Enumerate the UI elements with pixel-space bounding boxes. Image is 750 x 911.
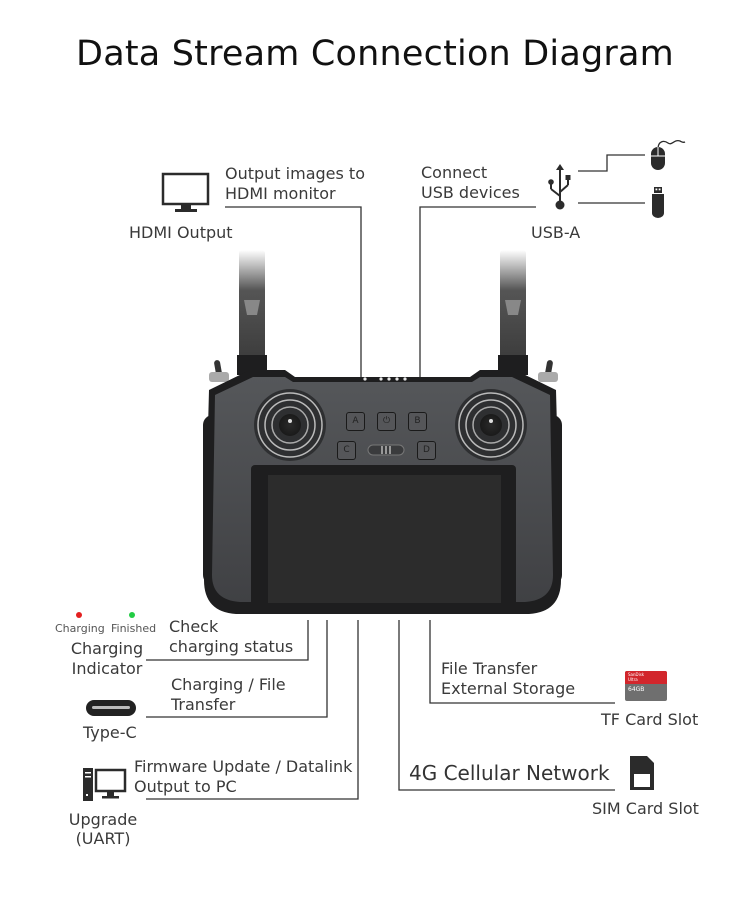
hdmi-description-line-2: HDMI monitor xyxy=(225,184,336,203)
desktop-pc-icon xyxy=(82,766,128,804)
type-c-label: Type-C xyxy=(83,723,137,742)
remote-controller-device xyxy=(195,240,570,620)
mouse-icon xyxy=(646,135,688,173)
hdmi-connector-line xyxy=(225,206,362,378)
charging-indicator-label-line-1: Charging xyxy=(70,639,144,658)
left-toggle-switch xyxy=(209,360,229,382)
sim-card-slot-label: SIM Card Slot xyxy=(592,799,699,818)
microsd-card-icon: SanDisk Ultra 64GB xyxy=(625,671,667,701)
tf-card-brand: SanDisk xyxy=(628,672,645,677)
type-c-description-line-2: Transfer xyxy=(171,695,236,714)
tf-description-line-1: File Transfer xyxy=(441,659,538,678)
type-c-connector-line xyxy=(146,620,328,718)
tf-description-line-2: External Storage xyxy=(441,679,576,698)
button-d[interactable]: D xyxy=(417,441,436,460)
upgrade-uart-label-line-2: (UART) xyxy=(75,829,131,848)
usb-mouse-connector-line xyxy=(578,154,645,172)
right-joystick xyxy=(455,389,527,461)
uart-description-line-1: Firmware Update / Datalink xyxy=(134,757,353,776)
usb-icon xyxy=(545,163,575,213)
sim-connector-line xyxy=(398,620,615,791)
charging-state-label: Charging xyxy=(55,622,105,635)
right-antenna xyxy=(498,250,528,375)
usb-connector-line xyxy=(419,206,536,378)
usb-a-label: USB-A xyxy=(531,223,581,242)
charging-description-line-2: charging status xyxy=(169,637,294,656)
finished-led-green xyxy=(129,612,135,618)
right-toggle-switch xyxy=(538,360,558,382)
tf-connector-line xyxy=(429,620,615,704)
button-a[interactable]: A xyxy=(346,412,365,431)
type-c-description-line-1: Charging / File xyxy=(171,675,286,694)
usb-description-line-2: USB devices xyxy=(421,183,520,202)
charging-led-red xyxy=(76,612,82,618)
finished-state-label: Finished xyxy=(111,622,157,635)
button-c[interactable]: C xyxy=(337,441,356,460)
charging-description-line-1: Check xyxy=(169,617,219,636)
tf-card-slot-label: TF Card Slot xyxy=(601,710,699,729)
uart-description-line-2: Output to PC xyxy=(134,777,237,796)
hdmi-description-line-1: Output images to xyxy=(225,164,365,183)
charging-indicator-label-line-2: Indicator xyxy=(71,659,143,678)
tf-card-line: Ultra xyxy=(628,677,638,682)
usb-flash-drive-icon xyxy=(650,186,666,218)
upgrade-uart-label-line-1: Upgrade xyxy=(68,810,138,829)
hdmi-output-label: HDMI Output xyxy=(129,223,233,242)
uart-connector-line xyxy=(146,620,359,800)
usb-description-line-1: Connect xyxy=(421,163,488,182)
usb-c-port-icon xyxy=(86,700,136,716)
button-b[interactable]: B xyxy=(408,412,427,431)
left-antenna xyxy=(237,250,267,375)
diagram-title: Data Stream Connection Diagram xyxy=(76,34,674,74)
status-leds xyxy=(363,377,407,381)
left-joystick xyxy=(254,389,326,461)
sim-description: 4G Cellular Network xyxy=(409,761,610,785)
charging-indicator-connector-line xyxy=(146,620,309,661)
power-button[interactable]: ⏻ xyxy=(377,412,396,431)
monitor-icon xyxy=(160,172,212,216)
sim-card-icon xyxy=(629,755,655,791)
tf-card-capacity: 64GB xyxy=(628,686,645,693)
